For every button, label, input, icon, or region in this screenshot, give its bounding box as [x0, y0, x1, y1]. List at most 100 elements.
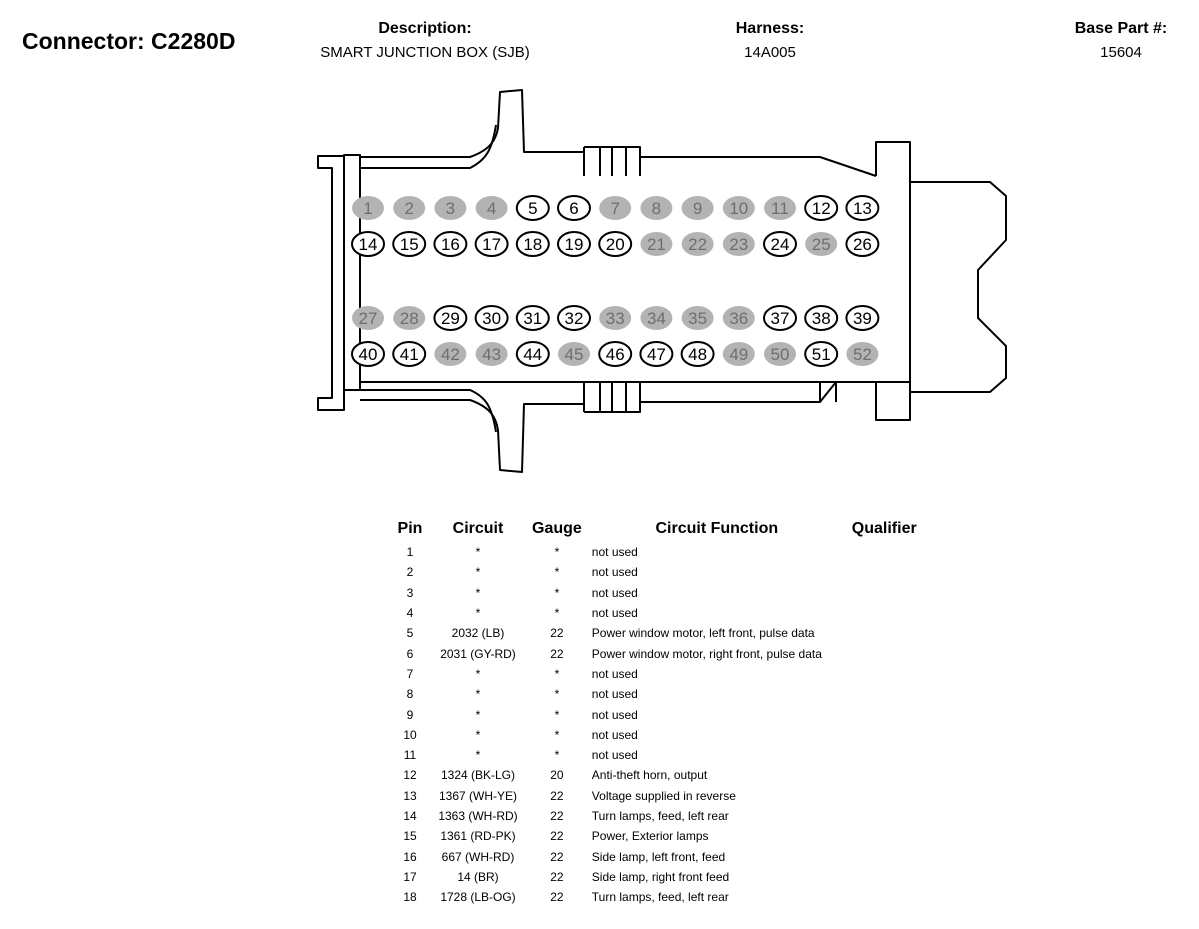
gauge-cell: * [554, 585, 560, 600]
pin-30 [474, 305, 509, 331]
pin-52 [846, 342, 879, 366]
pin-44 [515, 341, 550, 367]
pin-4 [475, 196, 508, 220]
pin-31 [515, 305, 550, 331]
header-qualifier: Qualifier [851, 520, 917, 537]
pin-1 [352, 196, 384, 220]
pin-label-49: 49 [729, 345, 748, 364]
circuit-cell: * [475, 565, 481, 580]
pin-26 [845, 231, 880, 257]
pin-25 [805, 232, 838, 256]
pin-27 [352, 306, 384, 330]
pin-50 [764, 342, 796, 366]
pin-cell: 11 [403, 748, 417, 763]
pin-cell: 4 [406, 606, 414, 621]
qualifier-cell [848, 704, 921, 724]
pin-35 [681, 306, 714, 330]
qualifier-cell [848, 562, 921, 582]
function-cell: not used [591, 707, 638, 722]
gauge-cell: * [554, 606, 560, 621]
gauge-cell: * [554, 545, 560, 560]
pin-40 [351, 341, 385, 367]
function-cell: not used [591, 545, 638, 560]
pin-cell: 6 [406, 646, 414, 661]
circuit-cell: * [475, 707, 481, 722]
pin-label-45: 45 [565, 345, 584, 364]
pin-label-35: 35 [688, 309, 707, 328]
pin-label-38: 38 [812, 309, 831, 328]
gauge-cell: 20 [550, 768, 564, 783]
circuit-cell: 1361 (RD-PK) [440, 829, 516, 844]
function-cell: not used [591, 727, 638, 742]
pin-label-39: 39 [853, 309, 872, 328]
pin-10 [722, 196, 755, 220]
base-part-label: Base Part #: [1074, 20, 1168, 37]
pin-cell: 9 [406, 707, 414, 722]
pin-label-7: 7 [610, 199, 619, 218]
pin-label-48: 48 [688, 345, 707, 364]
pin-label-3: 3 [446, 199, 455, 218]
qualifier-cell [848, 583, 921, 603]
pin-label-27: 27 [359, 309, 378, 328]
gauge-cell: 22 [550, 626, 564, 641]
pin-cell: 17 [403, 869, 417, 884]
table-row: 3**not used [392, 583, 921, 603]
pin-8 [640, 196, 673, 220]
gauge-cell: 22 [550, 869, 564, 884]
connector-title: Connector: C2280D [22, 28, 236, 54]
circuit-cell: 2031 (GY-RD) [440, 646, 516, 661]
qualifier-cell [848, 643, 921, 663]
qualifier-cell [848, 786, 921, 806]
pin-label-5: 5 [528, 199, 537, 218]
table-row: 9**not used [392, 704, 921, 724]
pinout-table-header: Pin Circuit Gauge Circuit Function Quali… [392, 520, 921, 542]
function-cell: Side lamp, right front feed [591, 869, 730, 884]
qualifier-cell [848, 867, 921, 887]
description-block: Description: SMART JUNCTION BOX (SJB) [300, 20, 550, 61]
pin-cell: 1 [406, 545, 414, 560]
base-part-block: Base Part #: 15604 [1060, 20, 1182, 61]
pin-21 [640, 232, 673, 256]
table-row: 1 * * not used [392, 542, 921, 562]
table-row: 4**not used [392, 603, 921, 623]
pin-16 [433, 231, 468, 257]
circuit-cell: 14 (BR) [457, 869, 499, 884]
pin-label-23: 23 [729, 235, 748, 254]
qualifier-cell [848, 684, 921, 704]
table-row: 17 14 (BR) 22 Side lamp, right front feed [392, 867, 921, 887]
pin-label-40: 40 [359, 345, 378, 364]
pin-label-47: 47 [647, 345, 666, 364]
pin-label-14: 14 [359, 235, 378, 254]
table-row: 10**not used [392, 725, 921, 745]
pin-36 [722, 306, 755, 330]
pin-43 [475, 342, 508, 366]
header-circuit-function: Circuit Function [655, 520, 779, 537]
pin-29 [433, 305, 468, 331]
gauge-cell: * [554, 565, 560, 580]
qualifier-cell [848, 542, 921, 562]
circuit-cell: * [475, 748, 481, 763]
pin-label-1: 1 [363, 199, 372, 218]
circuit-cell: * [475, 545, 481, 560]
pin-5 [515, 195, 550, 221]
function-cell: Turn lamps, feed, left rear [591, 890, 729, 905]
pin-cell: 10 [403, 727, 417, 742]
gauge-cell: 22 [550, 809, 564, 823]
circuit-cell: 1367 (WH-YE) [438, 788, 518, 803]
circuit-cell: 1728 (LB-OG) [440, 890, 516, 905]
pin-label-46: 46 [606, 345, 625, 364]
pin-12 [804, 195, 839, 221]
harness-value: 14A005 [744, 44, 796, 61]
pin-17 [474, 231, 509, 257]
function-cell: Voltage supplied in reverse [591, 788, 736, 803]
function-cell: Side lamp, left front, feed [591, 849, 726, 864]
pin-15 [392, 231, 427, 257]
pin-13 [845, 195, 880, 221]
pin-label-9: 9 [693, 199, 702, 218]
pin-38 [804, 305, 839, 331]
